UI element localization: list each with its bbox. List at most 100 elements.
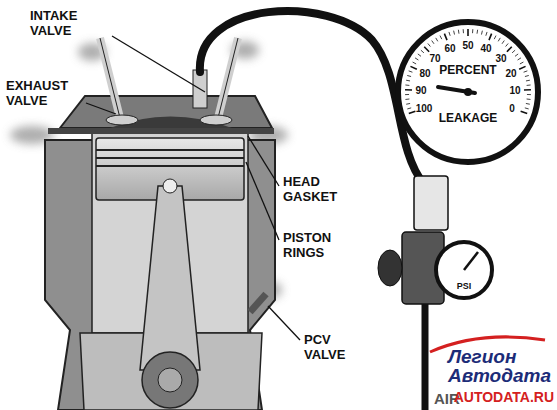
- gauge-tick: [405, 98, 409, 99]
- dial-number: 80: [419, 68, 430, 79]
- air-line: [422, 304, 429, 410]
- gauge-tick: [489, 34, 492, 40]
- dial-number: 70: [429, 53, 440, 64]
- intake-valve-head: [200, 115, 232, 125]
- regulator-knob: [378, 250, 402, 286]
- gauge-tick: [413, 62, 417, 64]
- gauge-tick: [406, 80, 410, 82]
- gauge-tick: [424, 47, 429, 52]
- gauge-tick: [524, 71, 528, 72]
- connecting-rod: [140, 186, 200, 370]
- gauge-tick: [477, 30, 479, 34]
- gauge-tick: [405, 89, 412, 91]
- gauge-tick: [444, 34, 447, 40]
- piston-ring: [96, 165, 244, 167]
- gauge-tick: [406, 103, 410, 105]
- gauge-tick: [527, 94, 531, 95]
- watermark: Легион: [448, 346, 516, 368]
- dial-number: 10: [509, 85, 520, 96]
- gauge-tick: [507, 47, 512, 52]
- gauge-tick: [526, 103, 530, 105]
- gauge-tick: [409, 71, 413, 72]
- gauge-tick: [432, 41, 434, 44]
- gauge-tick: [421, 50, 424, 53]
- exhaust-valve-stem: [100, 38, 120, 118]
- needle-hub: [464, 88, 472, 96]
- gauge-tick: [498, 38, 500, 41]
- intake-valve-stem: [218, 38, 238, 118]
- gauge-tick: [407, 108, 411, 109]
- gauge-tick: [409, 111, 416, 113]
- gauge-tick: [436, 38, 438, 41]
- gauge-tick: [458, 30, 460, 34]
- dial-number: 90: [415, 85, 426, 96]
- gauge-tick: [472, 29, 473, 33]
- gauge-tick: [486, 32, 487, 36]
- gauge-tick: [519, 66, 525, 69]
- gauge-tick: [440, 36, 442, 40]
- piston: [96, 138, 244, 200]
- gauge-tick: [525, 108, 529, 109]
- head-gasket: [48, 128, 274, 134]
- part-label: HEAD GASKET: [283, 174, 353, 204]
- gauge-tick: [405, 94, 409, 95]
- gauge-tick: [418, 54, 421, 56]
- leakage-gauge: [398, 22, 538, 162]
- exhaust-valve-edge: [100, 38, 120, 118]
- gauge-tick: [502, 41, 504, 44]
- dial-number: 20: [505, 68, 516, 79]
- dial-number: 60: [444, 43, 455, 54]
- pressure-gauge: [436, 242, 492, 298]
- gauge-tick: [407, 75, 411, 76]
- dial-number: 50: [462, 40, 473, 51]
- dial-number: 0: [509, 103, 515, 114]
- gauge-tick: [415, 58, 418, 60]
- gauge-tick: [410, 66, 416, 69]
- watermark: AUTODATA.RU: [454, 389, 554, 405]
- crank-journal: [142, 352, 198, 408]
- gauge-unit: PSI: [457, 281, 472, 291]
- piston-ring: [96, 157, 244, 159]
- gauge-tick: [524, 89, 531, 91]
- gauge-tick: [449, 32, 450, 36]
- dial-number: 40: [480, 43, 491, 54]
- gauge-tick: [527, 98, 531, 99]
- dial-number: 100: [416, 103, 433, 114]
- part-label: PCV VALVE: [304, 332, 360, 362]
- pcv-valve: [250, 294, 266, 312]
- gauge-tick: [428, 43, 431, 46]
- hose-fitting: [414, 176, 448, 230]
- test-hose: [200, 11, 424, 184]
- piston-ring: [96, 149, 244, 151]
- gauge-tick: [467, 29, 469, 36]
- gauge-tick: [512, 50, 515, 53]
- gauge-tick: [463, 29, 464, 33]
- gauge-ticks: [405, 29, 531, 114]
- gauge-tick: [515, 54, 518, 56]
- gauge-tick: [526, 80, 530, 82]
- gauge-title: PERCENT: [439, 63, 496, 77]
- gauge-tick: [405, 84, 409, 85]
- crank-center: [158, 368, 182, 392]
- gauge-tick: [506, 43, 509, 46]
- intake-valve-edge: [218, 38, 238, 118]
- gauge-tick: [527, 84, 531, 85]
- pressure-needle: [464, 252, 478, 270]
- exhaust-valve-head: [106, 115, 138, 125]
- leader-lines: [86, 36, 300, 340]
- gauge-title: LEAKAGE: [439, 111, 498, 125]
- gauge-tick: [525, 75, 529, 76]
- gauge-tick: [494, 36, 496, 40]
- part-label: PISTON RINGS: [283, 230, 353, 260]
- gauge-tick: [521, 111, 528, 113]
- gauge-tick: [453, 31, 455, 35]
- watermark: Автодата: [448, 365, 551, 387]
- part-label: EXHAUST VALVE: [6, 78, 84, 108]
- part-label: INTAKE VALVE: [30, 8, 110, 38]
- cylinder-head: [60, 96, 272, 128]
- dial-number: 30: [495, 53, 506, 64]
- gauge-tick: [481, 31, 483, 35]
- wrist-pin: [163, 179, 177, 193]
- gauge-tick: [518, 58, 521, 60]
